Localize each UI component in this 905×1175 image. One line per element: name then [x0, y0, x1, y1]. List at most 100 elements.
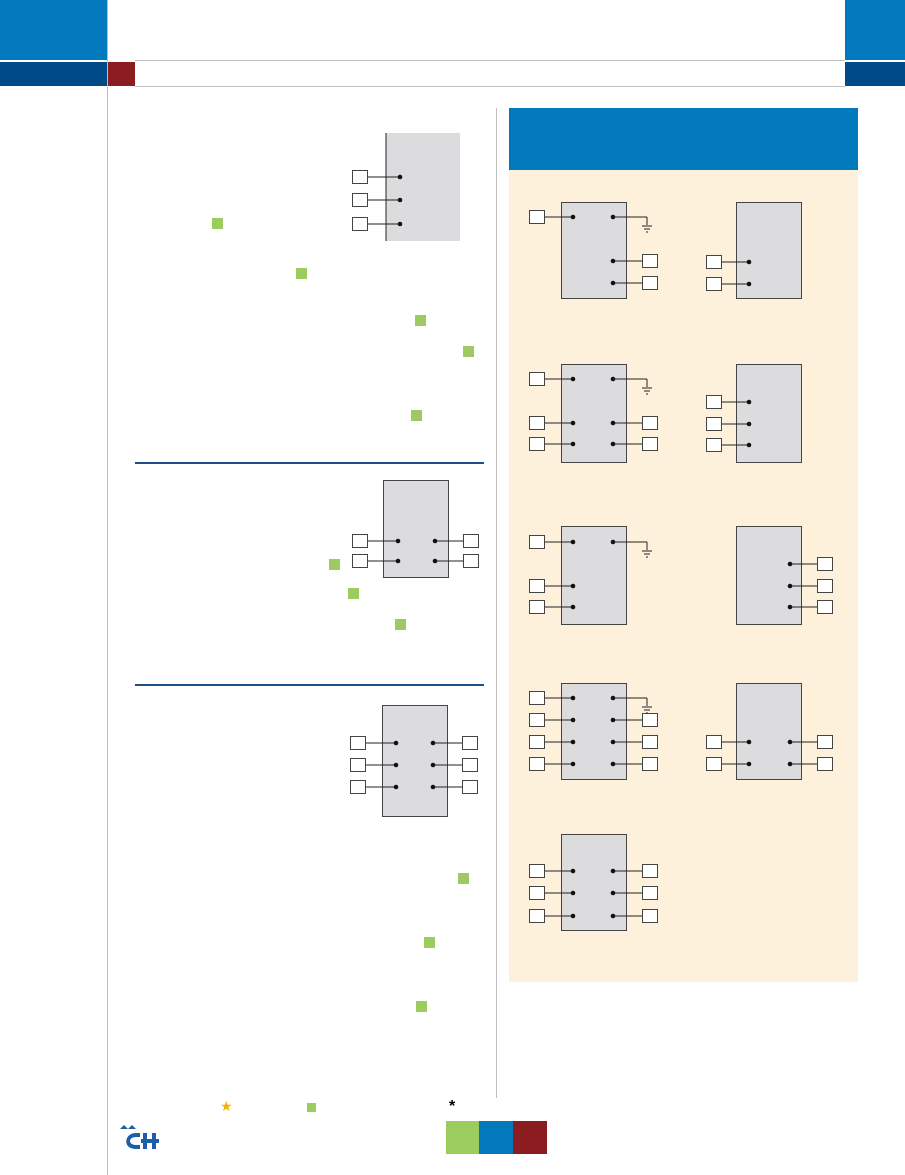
terminal-dot [395, 558, 401, 564]
terminal-dot [610, 761, 616, 767]
terminal-box [642, 757, 658, 771]
green-marker [424, 937, 435, 948]
green-marker [296, 268, 307, 279]
footer-color-bar-blue [479, 1121, 513, 1154]
terminal-box [529, 579, 545, 593]
terminal-dot [570, 868, 576, 874]
sidebar-panel-header [509, 108, 858, 170]
terminal-dot [570, 376, 576, 382]
terminal-dot [746, 281, 752, 287]
terminal-dot [395, 538, 401, 544]
terminal-box [706, 277, 722, 291]
terminal-box [817, 600, 833, 614]
terminal-dot [393, 784, 399, 790]
terminal-box [462, 780, 478, 794]
green-marker [411, 410, 422, 421]
terminal-dot [787, 561, 793, 567]
terminal-dot [393, 740, 399, 746]
terminal-dot [610, 280, 616, 286]
footer-color-bar-green [446, 1121, 479, 1154]
terminal-dot [746, 399, 752, 405]
terminal-box [529, 416, 545, 430]
green-marker [416, 1001, 427, 1012]
terminal-box [350, 758, 366, 772]
terminal-box [642, 416, 658, 430]
terminal-box [529, 909, 545, 923]
terminal-box [350, 780, 366, 794]
terminal-dot [430, 762, 436, 768]
diagram-block-g [736, 364, 802, 463]
header-right-block [845, 0, 905, 60]
terminal-box [529, 864, 545, 878]
left-margin-rule [107, 0, 108, 1175]
diagram-block-e [736, 202, 802, 299]
terminal-dot [570, 420, 576, 426]
terminal-box [642, 254, 658, 268]
terminal-box [462, 758, 478, 772]
terminal-box [529, 713, 545, 727]
terminal-dot [610, 739, 616, 745]
terminal-dot [610, 913, 616, 919]
terminal-dot [610, 868, 616, 874]
header-rule [135, 60, 845, 61]
terminal-dot [570, 913, 576, 919]
green-marker [348, 588, 359, 599]
terminal-dot [787, 604, 793, 610]
terminal-box [817, 579, 833, 593]
terminal-box [642, 909, 658, 923]
terminal-dot [397, 197, 403, 203]
terminal-box [352, 193, 368, 207]
terminal-dot [610, 420, 616, 426]
terminal-box [529, 735, 545, 749]
terminal-dot [397, 174, 403, 180]
terminal-box [642, 864, 658, 878]
green-marker [395, 619, 406, 630]
terminal-box [350, 736, 366, 750]
terminal-dot [746, 421, 752, 427]
ground-icon [642, 225, 652, 233]
terminal-box [642, 437, 658, 451]
terminal-box [529, 372, 545, 386]
terminal-box [706, 255, 722, 269]
header-right-band [845, 62, 905, 86]
terminal-box [352, 554, 368, 568]
header-rule-bottom [135, 86, 845, 87]
header-left-block [0, 0, 107, 60]
section-divider-1 [135, 462, 484, 464]
terminal-dot [610, 258, 616, 264]
terminal-box [529, 886, 545, 900]
section-divider-2 [135, 684, 484, 686]
terminal-box [706, 417, 722, 431]
terminal-box [352, 534, 368, 548]
terminal-dot [570, 539, 576, 545]
crown-logo-icon [116, 1125, 160, 1158]
diagram-block-b [383, 480, 449, 578]
terminal-box [529, 535, 545, 549]
header-red-tab [107, 62, 135, 86]
column-divider [496, 108, 497, 1098]
terminal-box [529, 600, 545, 614]
terminal-box [529, 691, 545, 705]
diagram-block-c [382, 705, 448, 817]
terminal-dot [570, 441, 576, 447]
terminal-dot [570, 739, 576, 745]
header-left-band [0, 62, 107, 86]
terminal-dot [570, 695, 576, 701]
terminal-dot [570, 717, 576, 723]
terminal-box [642, 886, 658, 900]
terminal-dot [610, 890, 616, 896]
green-marker [458, 873, 469, 884]
terminal-box [462, 736, 478, 750]
terminal-dot [430, 784, 436, 790]
terminal-box [706, 438, 722, 452]
terminal-dot [570, 890, 576, 896]
terminal-dot [570, 761, 576, 767]
terminal-dot [610, 441, 616, 447]
terminal-dot [787, 583, 793, 589]
ground-icon [642, 550, 652, 558]
terminal-box [529, 757, 545, 771]
terminal-dot [787, 739, 793, 745]
terminal-box [463, 534, 479, 548]
terminal-box [642, 276, 658, 290]
terminal-dot [570, 214, 576, 220]
